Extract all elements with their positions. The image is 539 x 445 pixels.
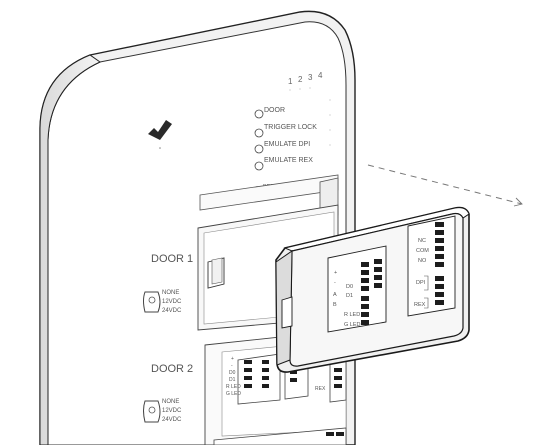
terminal-label: D1 xyxy=(346,293,353,299)
terminal-label: - xyxy=(334,280,336,286)
door2-rex-label: REX xyxy=(315,386,326,392)
terminal-label: + xyxy=(231,356,234,362)
terminal-label: NO xyxy=(418,258,427,264)
latch-clip xyxy=(207,257,225,289)
terminal-label: G LED xyxy=(344,322,361,328)
insertion-guide-line xyxy=(367,164,523,205)
voltage-option: NONE xyxy=(162,399,179,405)
terminal-label: A xyxy=(333,292,337,298)
guide-arrow-icon xyxy=(513,197,523,207)
lock-screws xyxy=(435,222,444,305)
door2-label: DOOR 2 xyxy=(151,363,193,375)
door2-terminal-block: + - D0 D1 R LED G LED xyxy=(226,353,281,405)
button-label: TRIGGER LOCK xyxy=(264,124,317,131)
terminal-label: B xyxy=(333,302,337,308)
terminal-label: COM xyxy=(416,248,429,254)
button-label: EMULATE REX xyxy=(264,157,313,164)
channel-label: 1 xyxy=(288,77,293,86)
terminal-label: + xyxy=(334,270,337,276)
voltage-option: 12VDC xyxy=(162,408,182,414)
terminal-label: NC xyxy=(418,238,426,244)
voltage-option: 24VDC xyxy=(162,308,182,314)
trigger-lock-button[interactable]: TRIGGER LOCK xyxy=(254,124,317,138)
button-label: EMULATE DPI xyxy=(264,141,310,148)
connector-module[interactable]: + - A B D0 D1 R LED G LED NC xyxy=(275,206,470,373)
terminal-label: - xyxy=(231,363,233,369)
channel-label: 3 xyxy=(308,73,313,82)
check-logo-icon xyxy=(148,120,172,149)
door1-voltage-selector[interactable]: NONE 12VDC 24VDC xyxy=(143,290,183,314)
door-test-button[interactable]: DOOR xyxy=(254,107,285,119)
terminal-label: D1 xyxy=(229,377,236,383)
door1-label: DOOR 1 xyxy=(151,253,193,265)
terminal-label: R LED xyxy=(226,384,241,390)
voltage-option: 24VDC xyxy=(162,417,182,423)
channel-label: 4 xyxy=(318,71,323,80)
terminal-label: DPI xyxy=(416,280,426,286)
lock-terminal-block: NC COM NO DPI REX xyxy=(407,215,456,317)
channel-labels: 1 2 3 4 xyxy=(288,71,323,86)
door2-screws xyxy=(244,360,269,388)
voltage-option: NONE xyxy=(162,290,179,296)
emulate-dpi-button[interactable]: EMULATE DPI xyxy=(254,141,310,154)
emulate-rex-button[interactable]: EMULATE REX xyxy=(254,157,313,171)
voltage-option: 12VDC xyxy=(162,299,182,305)
terminal-label: G LED xyxy=(226,391,241,397)
terminal-label: REX xyxy=(414,302,426,308)
terminal-label: R LED xyxy=(344,312,360,318)
reader-terminal-block: + - A B D0 D1 R LED G LED xyxy=(327,245,387,333)
button-label: DOOR xyxy=(264,107,285,114)
terminal-label: D0 xyxy=(346,284,353,290)
terminal-label: D0 xyxy=(229,370,236,376)
channel-indicator-dots xyxy=(289,87,331,146)
channel-label: 2 xyxy=(298,75,303,84)
door2-voltage-selector[interactable]: NONE 12VDC 24VDC xyxy=(143,399,183,423)
reader-screws xyxy=(361,259,382,325)
